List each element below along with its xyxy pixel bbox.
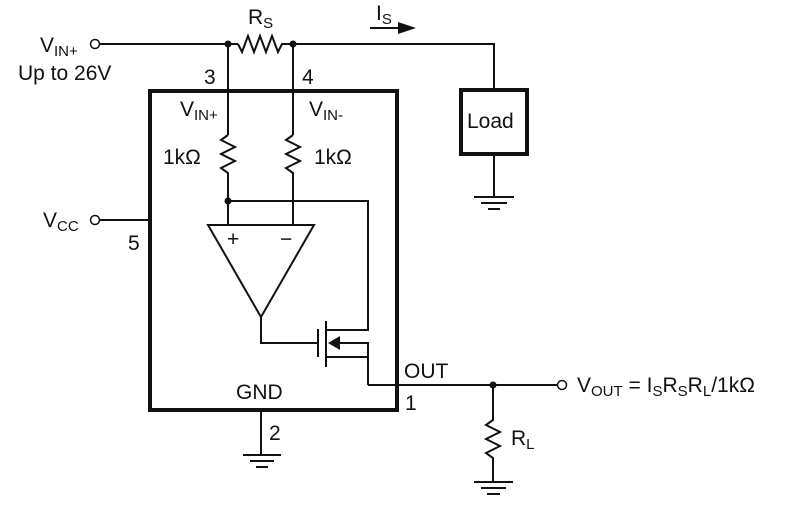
vin-plus-inner-label: VIN+ <box>180 98 218 124</box>
pin5-label: 5 <box>128 232 140 255</box>
rs-label: RS <box>248 6 273 32</box>
gnd-label: GND <box>236 381 283 404</box>
ic-package <box>148 89 399 412</box>
is-label: IS <box>376 2 392 28</box>
vout-equation: VOUT = ISRSRL/1kΩ <box>577 374 755 400</box>
r1-label: 1kΩ <box>163 146 201 169</box>
ground-icon <box>474 154 514 210</box>
load-label: Load <box>467 110 514 133</box>
vcc-terminal <box>89 214 101 226</box>
vin-plus-terminal <box>89 38 101 50</box>
r2-label: 1kΩ <box>314 146 352 169</box>
rs-resistor <box>237 33 293 55</box>
vcc-label: VCC <box>43 209 79 235</box>
pin1-label: 1 <box>405 392 417 415</box>
pin2-label: 2 <box>269 422 281 445</box>
ground-icon <box>243 410 281 468</box>
vout-terminal <box>556 379 568 391</box>
pin4-label: 4 <box>302 66 314 89</box>
vin-minus-inner-label: VIN- <box>309 98 343 124</box>
opamp <box>206 224 316 320</box>
out-label: OUT <box>404 360 449 383</box>
r2-resistor <box>283 134 303 225</box>
wire-load <box>293 43 495 90</box>
arrow-left-icon <box>328 336 340 350</box>
vin-plus-label: VIN+ <box>40 34 78 60</box>
pin3-label: 3 <box>204 66 216 89</box>
rl-resistor <box>483 385 503 482</box>
opamp-plus: + <box>227 228 239 251</box>
opamp-minus: − <box>280 228 292 251</box>
r1-resistor <box>218 134 238 225</box>
arrow-right-icon <box>398 22 416 34</box>
rl-label: RL <box>511 427 535 453</box>
ground-icon <box>474 481 513 495</box>
vin-range-label: Up to 26V <box>18 62 111 85</box>
mosfet <box>260 317 369 385</box>
wire-drain <box>228 200 369 331</box>
